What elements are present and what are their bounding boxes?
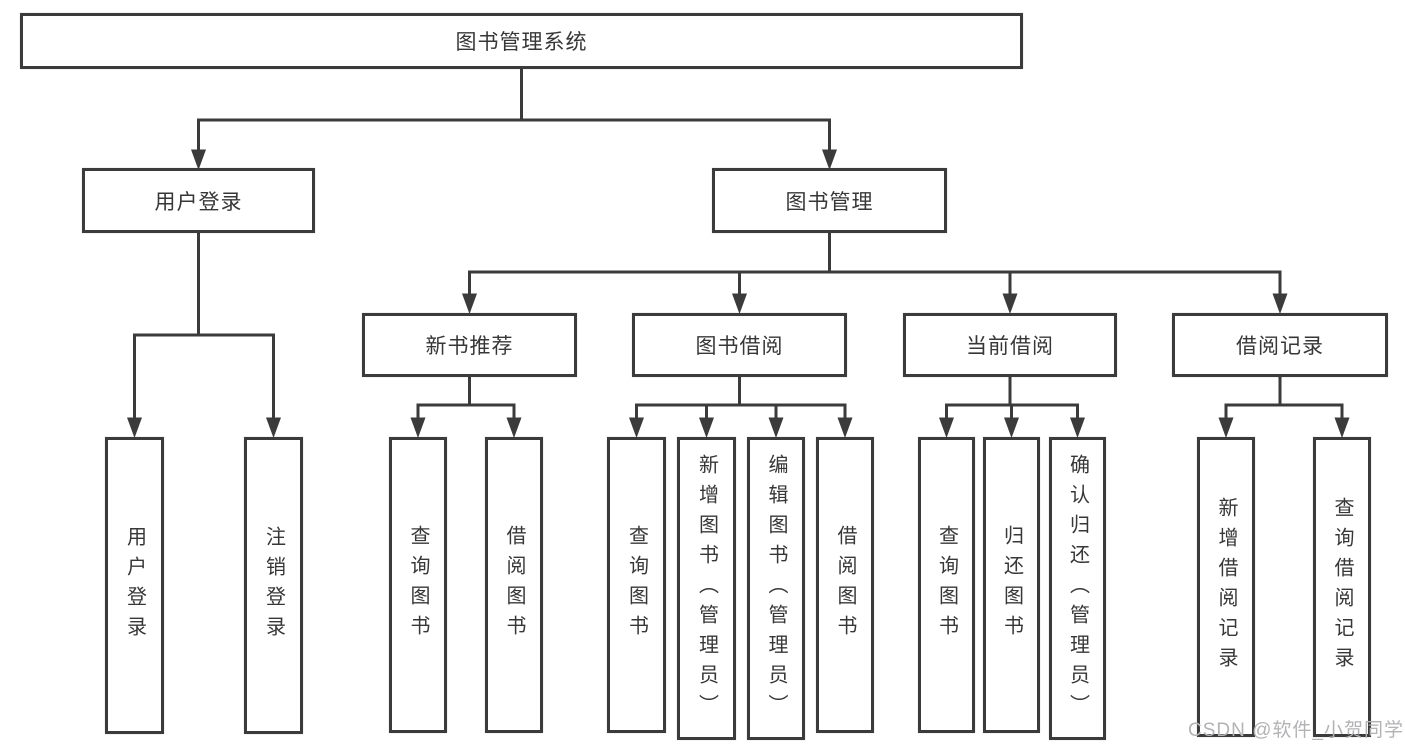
node-library-management-system: 图书管理系统	[20, 13, 1023, 69]
watermark: CSDN @软件_小贺同学	[1188, 720, 1404, 741]
leaf-query-books-borrowing: 查询图书	[607, 437, 666, 733]
node-label: 归还图书	[1000, 525, 1023, 645]
connector-book-borrowing-to-leaves	[635, 377, 847, 420]
node-user-login: 用户登录	[82, 168, 315, 233]
leaf-confirm-return-admin: 确认归还（管理员）	[1049, 437, 1106, 740]
leaf-logout: 注销登录	[244, 437, 303, 734]
arrowheads-level3	[462, 293, 1288, 314]
connector-new-book-recommendation-to-leaves	[416, 377, 516, 420]
node-label: 借阅图书	[834, 525, 856, 645]
leaf-borrow-books-recommendation: 借阅图书	[485, 437, 543, 733]
leaf-return-books: 归还图书	[983, 437, 1040, 733]
node-label: 查询图书	[407, 525, 429, 645]
node-label: 用户登录	[123, 525, 146, 646]
node-label: 图书借阅	[695, 335, 784, 358]
node-label: 查询图书	[625, 525, 648, 645]
node-book-borrowing: 图书借阅	[632, 313, 847, 377]
node-book-management: 图书管理	[712, 168, 947, 233]
connector-user-login-to-leaves	[133, 233, 275, 420]
node-label: 新书推荐	[425, 335, 514, 358]
node-label: 当前借阅	[966, 335, 1054, 358]
node-label: 用户登录	[154, 190, 243, 214]
node-label: 借阅图书	[503, 525, 525, 645]
node-borrowing-records: 借阅记录	[1172, 313, 1388, 377]
node-current-borrowing: 当前借阅	[903, 313, 1117, 377]
leaf-query-books-current: 查询图书	[918, 437, 975, 733]
node-label: 注销登录	[262, 525, 285, 646]
arrowheads-level2	[191, 149, 837, 170]
leaf-query-borrow-record: 查询借阅记录	[1313, 437, 1371, 737]
leaf-borrow-books-borrowing: 借阅图书	[816, 437, 874, 733]
arrowheads-leaves	[127, 417, 1350, 438]
leaf-add-borrow-record: 新增借阅记录	[1197, 437, 1255, 737]
connector-book-management-to-level3	[468, 232, 1282, 296]
node-label: 借阅记录	[1236, 335, 1324, 358]
connector-root-to-level2	[197, 68, 831, 152]
leaf-edit-book-admin: 编辑图书（管理员）	[747, 437, 805, 740]
node-label: 编辑图书（管理员）	[765, 453, 787, 724]
leaf-user-login: 用户登录	[105, 437, 164, 734]
node-label: 确认归还（管理员）	[1066, 453, 1089, 724]
node-label: 查询借阅记录	[1331, 497, 1353, 677]
leaf-add-book-admin: 新增图书（管理员）	[677, 437, 736, 740]
connector-current-borrowing-to-leaves	[945, 377, 1079, 420]
node-label: 图书管理系统	[455, 31, 588, 54]
node-label: 新增图书（管理员）	[695, 453, 718, 724]
node-label: 图书管理	[785, 190, 874, 214]
leaf-query-books-recommendation: 查询图书	[389, 437, 447, 733]
node-new-book-recommendation: 新书推荐	[362, 313, 577, 377]
node-label: 新增借阅记录	[1215, 497, 1237, 677]
node-label: 查询图书	[935, 525, 958, 645]
connector-borrowing-records-to-leaves	[1224, 377, 1344, 420]
